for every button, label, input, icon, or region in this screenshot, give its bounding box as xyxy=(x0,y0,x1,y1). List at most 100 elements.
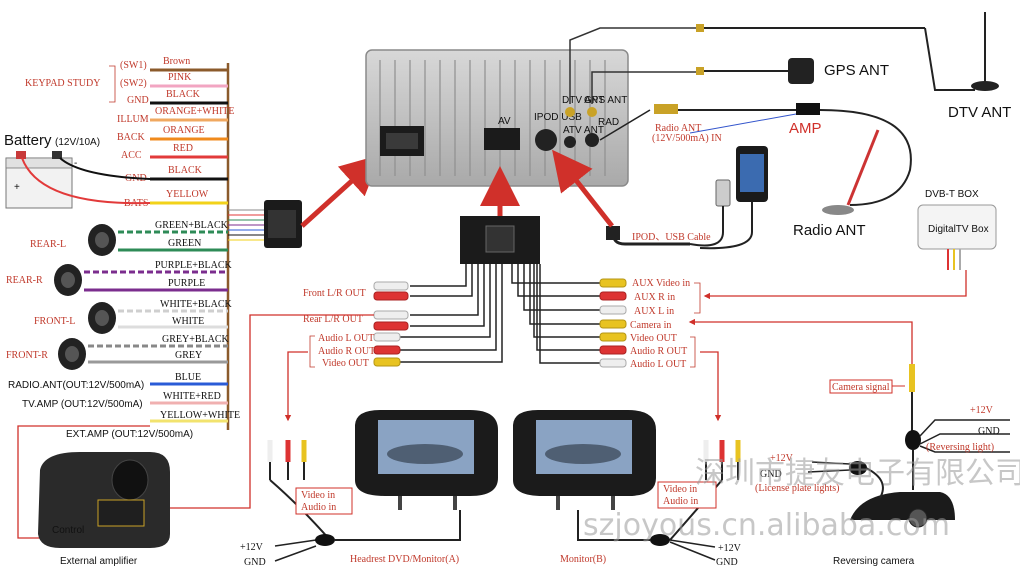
wire-orange-white-label: ORANGE+WHITE xyxy=(155,106,235,117)
output-wires: RADIO.ANT(OUT:12V/500mA) BLUE TV.AMP (OU… xyxy=(8,372,240,440)
video-out-label: Video OUT xyxy=(322,358,369,369)
ipod-usb-cable-label: IPOD、USB Cable xyxy=(632,232,711,243)
video-out-right-label: Video OUT xyxy=(630,333,677,344)
camera-signal-label: Camera signal xyxy=(832,382,890,393)
rear-r-label: REAR-R xyxy=(6,275,43,286)
monitor-b-label: Monitor(B) xyxy=(560,554,606,565)
audio-l-out-right-label: Audio L OUT xyxy=(630,359,686,370)
wire-blue-label: BLUE xyxy=(175,372,201,383)
keypad-gnd-label: GND xyxy=(127,95,149,106)
aux-l-in-label: AUX L in xyxy=(634,306,674,317)
aux-r-in-label: AUX R in xyxy=(634,292,675,303)
front-l-w1: WHITE+BLACK xyxy=(160,299,233,310)
wire-red-label: RED xyxy=(173,143,193,154)
monitor-a-plus12: +12V xyxy=(240,542,264,553)
rear-l-w1: GREEN+BLACK xyxy=(155,220,229,231)
speaker-rear-r: REAR-R PURPLE+BLACK PURPLE xyxy=(6,260,233,296)
watermark-company: 深圳市捷友电子有限公司 xyxy=(695,456,1020,491)
front-r-w1: GREY+BLACK xyxy=(162,334,230,345)
camera-in-label: Camera in xyxy=(630,320,671,331)
wire-orange-label: ORANGE xyxy=(163,125,205,136)
ext-amp-out-label: EXT.AMP (OUT:12V/500mA) xyxy=(66,429,193,440)
battery-spec: (12V/10A) xyxy=(55,137,100,148)
sw1-label: (SW1) xyxy=(120,60,147,71)
audio-r-out-right-label: Audio R OUT xyxy=(630,346,687,357)
monitor-b-gnd: GND xyxy=(716,557,738,568)
head-unit: AV IPOD USB ATV ANT DTV ANT GPS ANT RAD xyxy=(365,49,629,187)
ext-amp-control-label: Control xyxy=(52,525,84,536)
wire-pink-label: PINK xyxy=(168,72,192,83)
rad-port-label: RAD xyxy=(598,117,619,128)
sw2-label: (SW2) xyxy=(120,78,147,89)
license-gnd: GND xyxy=(760,469,782,480)
av-harness xyxy=(400,166,600,364)
watermark-url: szjoyous.cn.alibaba.com xyxy=(583,508,950,543)
atv-ant-port-label: ATV ANT xyxy=(563,125,604,136)
license-plus12: +12V xyxy=(770,453,794,464)
acc-label: ACC xyxy=(121,150,142,161)
rca-left: Front L/R OUT Rear L/R OUT Audio L OUT A… xyxy=(303,281,409,369)
license-plate-lights-label: (License plate lights) xyxy=(755,483,839,494)
wire-black-label-2: BLACK xyxy=(168,165,203,176)
rear-l-label: REAR-L xyxy=(30,239,66,250)
ipod-usb: IPOD、USB Cable xyxy=(552,146,768,250)
amp-label: AMP xyxy=(789,120,822,137)
front-r-label: FRONT-R xyxy=(6,350,48,361)
wire-yellow-label: YELLOW xyxy=(166,189,209,200)
gps-ant-label: GPS ANT xyxy=(824,62,889,79)
dvbt-box-label: DVB-T BOX xyxy=(925,189,979,200)
external-amplifier: Control External amplifier xyxy=(38,452,170,567)
ipod-usb-port-label: IPOD USB xyxy=(534,112,582,123)
monitor-a-gnd: GND xyxy=(244,557,266,568)
battery-minus: - xyxy=(74,158,77,169)
battery-plus: + xyxy=(14,182,20,193)
ext-amp-label: External amplifier xyxy=(60,556,138,567)
radio-ant-label: Radio ANT xyxy=(793,222,866,239)
monitor-a: Video in Audio in +12V GND Headrest DVD/… xyxy=(240,410,498,568)
keypad-study-label: KEYPAD STUDY xyxy=(25,78,100,89)
av-port xyxy=(484,128,520,150)
front-r-w2: GREY xyxy=(175,350,202,361)
wire-yellow-white-label: YELLOW+WHITE xyxy=(160,410,240,421)
power-wires: ILLUM ORANGE+WHITE BACK ORANGE ACC RED G… xyxy=(117,106,235,209)
monitor-a-label: Headrest DVD/Monitor(A) xyxy=(350,554,459,565)
keypad-wires: Brown PINK BLACK xyxy=(150,56,228,105)
audio-l-out-label: Audio L OUT xyxy=(318,333,374,344)
license-plate-lights: +12V GND (License plate lights) xyxy=(755,453,884,499)
harness xyxy=(228,154,381,248)
speaker-rear-l: REAR-L GREEN+BLACK GREEN xyxy=(30,220,229,256)
rca-right: AUX Video in AUX R in AUX L in Camera in… xyxy=(599,278,701,370)
rear-lr-out-label: Rear L/R OUT xyxy=(303,314,363,325)
back-label: BACK xyxy=(117,132,146,143)
aux-video-in-label: AUX Video in xyxy=(632,278,690,289)
dtv-ant-label: DTV ANT xyxy=(948,104,1011,121)
monitor-a-video-in: Video in xyxy=(301,490,335,501)
dvbt-box: DVB-T BOX DigitalTV Box xyxy=(703,189,997,300)
front-lr-out-label: Front L/R OUT xyxy=(303,288,366,299)
camera-gnd: GND xyxy=(978,426,1000,437)
monitor-b-video-in: Video in xyxy=(663,484,697,495)
speaker-front-r: FRONT-R GREY+BLACK GREY xyxy=(6,334,230,370)
gps-ant-port-label: GPS ANT xyxy=(584,95,627,106)
camera-plus12: +12V xyxy=(970,405,994,416)
illum-label: ILLUM xyxy=(117,114,149,125)
front-l-w2: WHITE xyxy=(172,316,204,327)
reversing-camera: Camera signal +12V GND (Reversing light)… xyxy=(829,364,1010,567)
av-port-label: AV xyxy=(498,116,511,127)
reversing-camera-label: Reversing camera xyxy=(833,556,915,567)
monitor-b-plus12: +12V xyxy=(718,543,742,554)
tv-amp-out-label: TV.AMP (OUT:12V/500mA) xyxy=(22,399,143,410)
radio-ant-out-label: RADIO.ANT(OUT:12V/500mA) xyxy=(8,380,144,391)
wire-brown-label: Brown xyxy=(163,56,190,67)
radio-ant-in-spec: (12V/500mA) IN xyxy=(652,133,722,144)
monitor-b: Video in Audio in +12V GND Monitor(B) xyxy=(513,410,742,568)
antennas: DTV ANT GPS ANT AMP Radio ANT (12V/500mA… xyxy=(569,12,1011,239)
ipod-usb-port xyxy=(535,129,557,151)
rear-r-w2: PURPLE xyxy=(168,278,205,289)
front-l-label: FRONT-L xyxy=(34,316,75,327)
battery: Battery (12V/10A) + - xyxy=(4,132,151,209)
speakers: REAR-L GREEN+BLACK GREEN REAR-R PURPLE+B… xyxy=(6,220,233,370)
radio-ant-in-label: Radio ANT xyxy=(655,123,701,134)
